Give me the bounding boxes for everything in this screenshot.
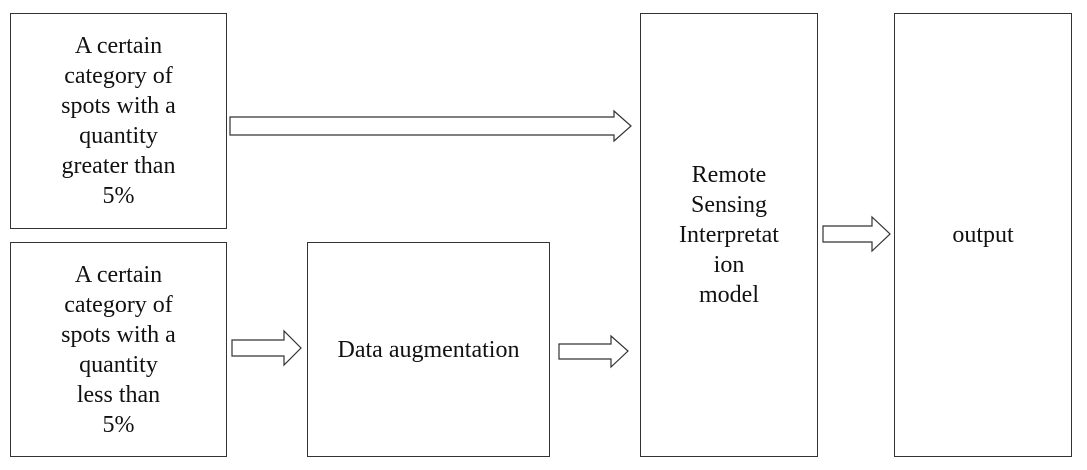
arrow-small-to-augmentation bbox=[231, 329, 302, 367]
remote-sensing-model-label: Remote Sensing Interpretat ion model bbox=[679, 161, 779, 308]
data-augmentation-label: Data augmentation bbox=[337, 336, 520, 363]
input-large-category-box: A certain category of spots with a quant… bbox=[10, 13, 227, 229]
input-small-category-label: A certain category of spots with a quant… bbox=[61, 261, 176, 438]
output-box: output bbox=[894, 13, 1072, 457]
arrow-model-to-output bbox=[822, 215, 891, 253]
arrow-large-to-model bbox=[229, 109, 632, 143]
data-augmentation-box: Data augmentation bbox=[307, 242, 550, 457]
input-large-category-label: A certain category of spots with a quant… bbox=[61, 33, 176, 209]
arrow-augmentation-to-model bbox=[558, 334, 629, 369]
input-small-category-box: A certain category of spots with a quant… bbox=[10, 242, 227, 457]
remote-sensing-model-box: Remote Sensing Interpretat ion model bbox=[640, 13, 818, 457]
output-label: output bbox=[952, 222, 1014, 248]
